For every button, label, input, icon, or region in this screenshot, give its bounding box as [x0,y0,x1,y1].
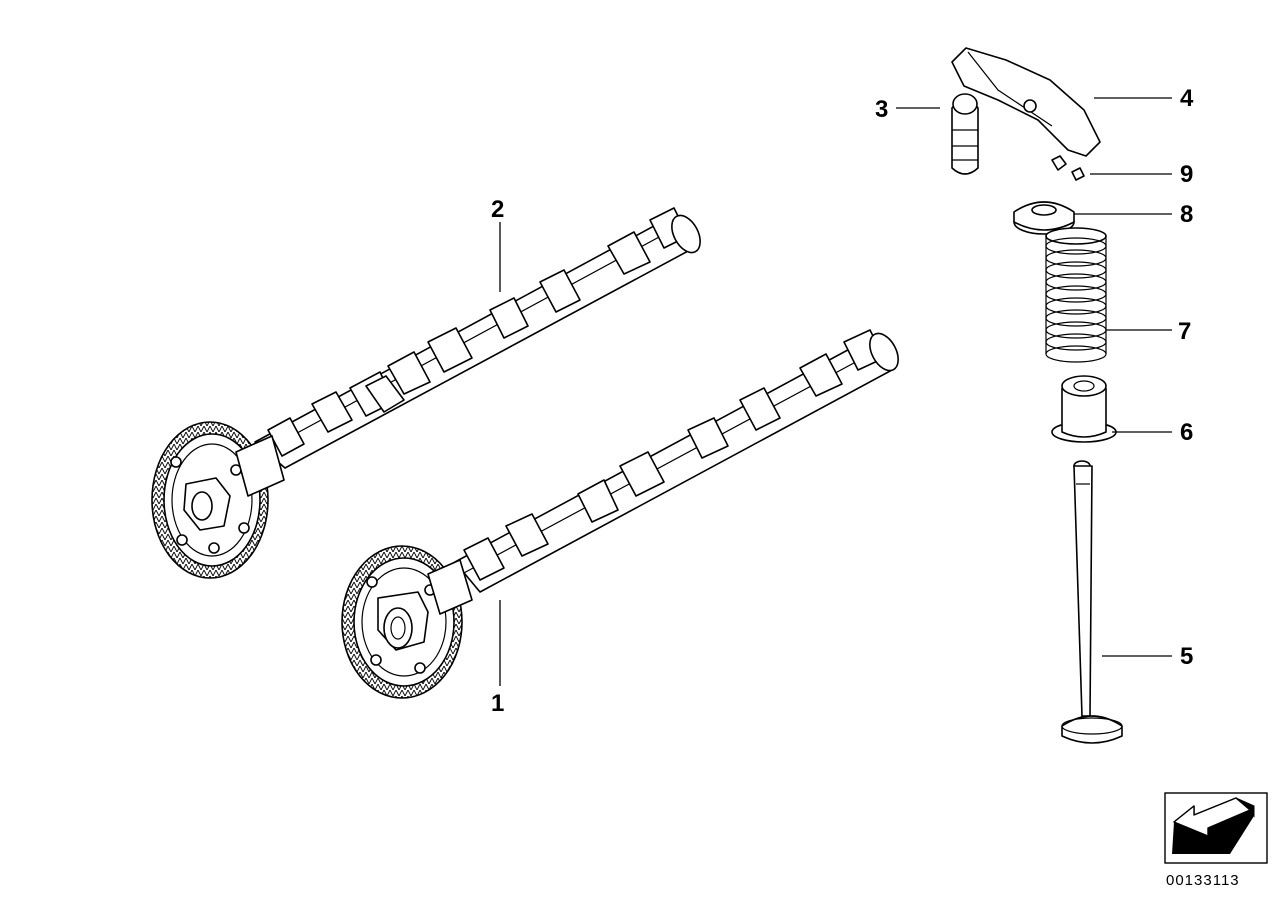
valve-spring-7[interactable] [1045,227,1107,363]
callout-7[interactable]: 7 [1178,318,1192,345]
callout-5[interactable]: 5 [1180,643,1194,670]
callout-6[interactable]: 6 [1180,419,1194,446]
camshaft-2[interactable] [151,207,706,579]
callout-4[interactable]: 4 [1180,85,1194,112]
valve-5[interactable] [1061,460,1123,744]
leader-lines [499,97,1172,686]
callout-2[interactable]: 2 [491,196,505,223]
valve-stem-seal-6[interactable] [1051,375,1117,443]
callout-1[interactable]: 1 [491,690,505,717]
camshaft-1[interactable] [341,329,904,699]
callout-3[interactable]: 3 [875,96,889,123]
callout-9[interactable]: 9 [1180,161,1194,188]
hydraulic-lifter-3[interactable] [951,93,979,175]
orientation-arrow-icon [1164,792,1268,864]
diagram-code: 00133113 [1166,872,1240,889]
spring-retainer-8[interactable] [1013,201,1075,235]
valve-keepers-9[interactable] [1051,155,1085,181]
callout-8[interactable]: 8 [1180,201,1194,228]
rocker-arm-4[interactable] [951,47,1101,157]
